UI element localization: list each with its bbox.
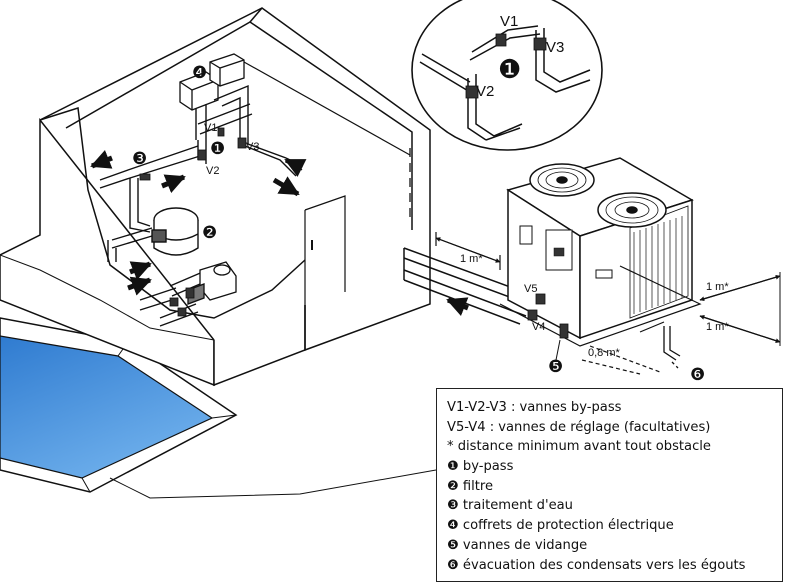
label-v5: V5 [524,283,537,295]
pump [187,261,237,305]
legend-box: V1-V2-V3 : vannes by-pass V5-V4 : vannes… [436,388,783,582]
bypass-zoom-inset [411,0,603,151]
legend-line: ❶ by-pass [447,459,514,475]
pool-water [0,335,214,479]
legend-line: V1-V2-V3 : vannes by-pass [447,400,622,415]
condensate-drain [663,326,681,369]
legend-line: ❷ filtre [447,478,494,494]
flow-arrows-exterior [446,297,469,316]
callout-1-zoom: ❶ [498,54,521,84]
legend-line: ❺ vannes de vidange [447,537,588,553]
distance-drain: 0,8 m* [588,347,621,359]
drain-leader-line [555,339,561,361]
callout-1: ❶ [210,139,225,158]
flow-arrows-house [90,150,307,296]
legend-leader-line [109,469,437,499]
dimension-lines [435,232,781,375]
legend-line: V5-V4 : vannes de réglage (facultatives) [447,419,711,435]
legend-line: ❹ coffrets de protection électrique [447,518,674,534]
callout-4: ❹ [192,63,207,82]
distance-side-bottom: 1 m* [706,321,729,333]
label-v4: V4 [532,321,545,333]
legend-line: ❻ évacuation des condensats vers les égo… [447,557,746,573]
label-v3: V3 [246,141,259,153]
callout-3: ❸ [132,149,147,168]
heat-pump-fan-right [597,192,667,228]
callout-6: ❻ [690,365,705,384]
distance-front: 1 m* [460,253,483,265]
label-v2: V2 [206,165,219,177]
house-valves [139,127,247,317]
heat-pump-fan-left [529,163,595,197]
callout-5: ❺ [548,357,563,376]
exterior-valves [527,293,569,339]
label-v1: V1 [204,122,217,134]
electrical-boxes [179,53,411,156]
legend-line: ❸ traitement d'eau [447,498,573,514]
label-v3-zoom: V3 [546,39,564,56]
pool-house [0,7,431,387]
sand-filter [151,207,199,256]
legend-line: * distance minimum avant tout obstacle [447,439,711,455]
distance-side-top: 1 m* [706,281,729,293]
heat-pump-unit [499,157,702,347]
label-v2-zoom: V2 [476,83,494,100]
callout-2: ❷ [202,223,217,242]
label-v1-zoom: V1 [500,13,518,30]
